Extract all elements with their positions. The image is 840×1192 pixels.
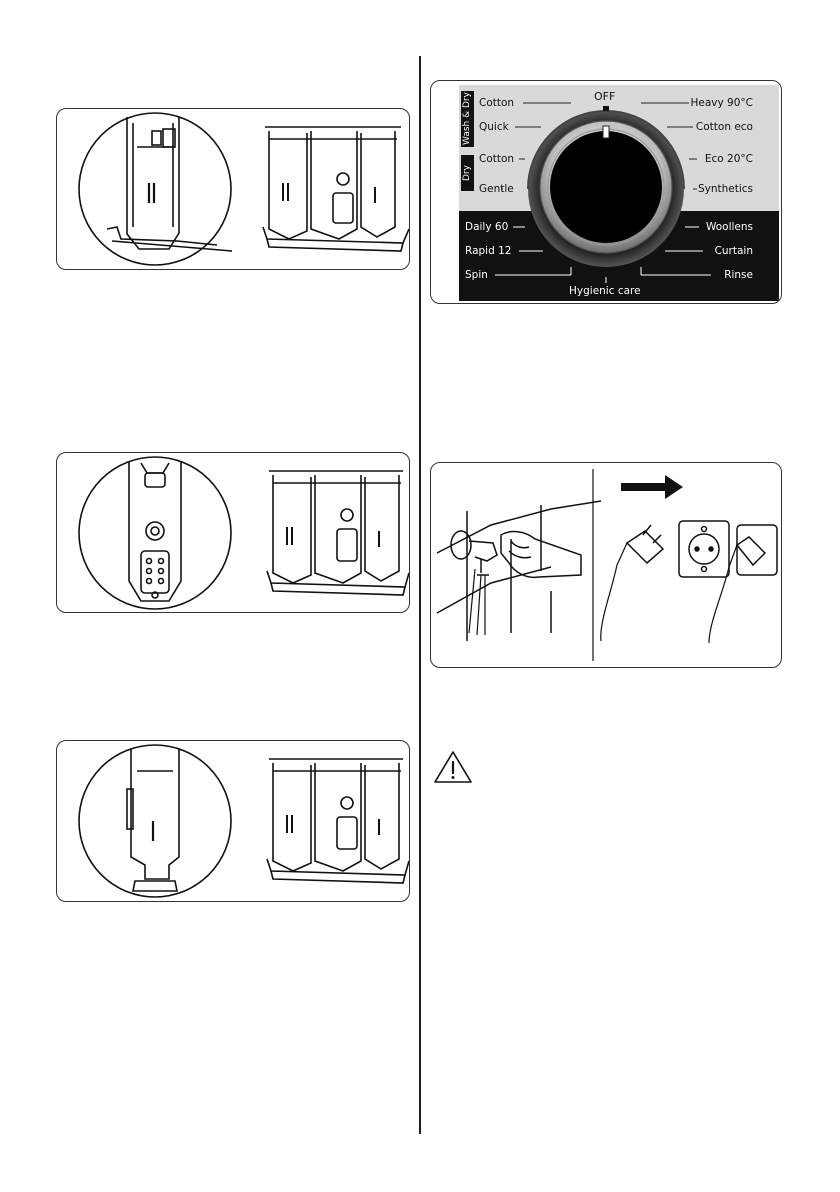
program-eco-20[interactable]: Eco 20°C <box>705 153 753 165</box>
drawer-illustration-2 <box>56 452 410 613</box>
off-label: OFF <box>594 91 615 103</box>
drawer-illustration-3 <box>56 740 410 902</box>
tap-plug-drawing <box>431 463 781 667</box>
program-cotton-dry[interactable]: Cotton <box>479 153 514 165</box>
program-daily-60[interactable]: Daily 60 <box>465 221 508 233</box>
program-rinse[interactable]: Rinse <box>724 269 753 281</box>
program-curtain[interactable]: Curtain <box>715 245 753 257</box>
program-heavy-90[interactable]: Heavy 90°C <box>691 97 754 109</box>
drawer-drawing-3 <box>57 741 409 901</box>
program-hygienic-care[interactable]: Hygienic care <box>569 285 641 297</box>
program-cotton-eco[interactable]: Cotton eco <box>696 121 753 133</box>
program-cotton-wash-dry[interactable]: Cotton <box>479 97 514 109</box>
program-rapid-12[interactable]: Rapid 12 <box>465 245 511 257</box>
group-tab-dry: Dry <box>461 155 474 191</box>
arrow-right-icon <box>621 475 683 499</box>
program-quick[interactable]: Quick <box>479 121 509 133</box>
program-woollens[interactable]: Woollens <box>706 221 753 233</box>
drawer-drawing-2 <box>57 453 409 612</box>
program-gentle[interactable]: Gentle <box>479 183 514 195</box>
warning-icon <box>432 749 474 785</box>
column-divider <box>419 56 421 1134</box>
program-dial-panel: Wash & Dry Dry OFF Cotton Quick Cotton G… <box>430 80 782 304</box>
program-synthetics[interactable]: Synthetics <box>698 183 753 195</box>
drawer-illustration-1 <box>56 108 410 270</box>
tap-and-plug-illustration <box>430 462 782 668</box>
drawer-drawing-1 <box>57 109 409 269</box>
group-tab-wash-dry: Wash & Dry <box>461 91 474 147</box>
program-spin[interactable]: Spin <box>465 269 488 281</box>
